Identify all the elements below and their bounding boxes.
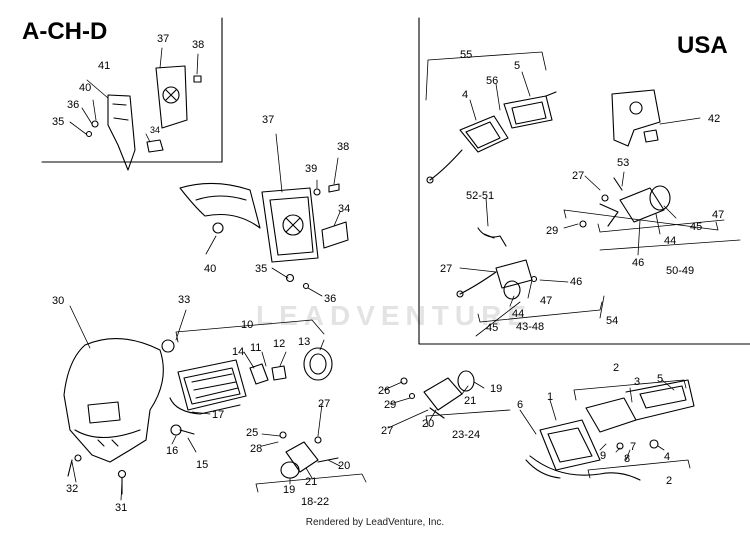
callout-33: 33 [178, 294, 190, 306]
callout-47: 47 [712, 209, 724, 221]
callout-39: 39 [305, 163, 317, 175]
callout-5: 5 [657, 373, 663, 385]
callout-27: 27 [572, 170, 584, 182]
callout-18-22: 18-22 [301, 496, 329, 508]
callout-3: 3 [634, 376, 640, 388]
callout-55: 55 [460, 49, 472, 61]
callout-47: 47 [540, 295, 552, 307]
callout-30: 30 [52, 295, 64, 307]
callout-9: 9 [600, 450, 606, 462]
callout-36: 36 [67, 99, 79, 111]
callout-23-24: 23-24 [452, 429, 480, 441]
turn-signal-small-drawing [279, 431, 339, 479]
headlight-cowl-drawing [63, 338, 175, 495]
callout-2: 2 [666, 475, 672, 487]
callout-1: 1 [547, 391, 553, 403]
callout-21: 21 [464, 395, 476, 407]
callout-45: 45 [690, 221, 702, 233]
callout-27: 27 [318, 398, 330, 410]
callout-5: 5 [514, 60, 520, 72]
callout-4: 4 [664, 451, 670, 463]
callout-44: 44 [512, 308, 524, 320]
callout-37: 37 [262, 114, 274, 126]
callout-42: 42 [708, 113, 720, 125]
usa-wire-harness-drawing [477, 227, 507, 247]
callout-28: 28 [250, 443, 262, 455]
callout-50-49: 50-49 [666, 265, 694, 277]
callout-21: 21 [305, 476, 317, 488]
callout-25: 25 [246, 427, 258, 439]
callout-2: 2 [613, 362, 619, 374]
callout-11: 11 [250, 342, 261, 354]
callout-46: 46 [570, 276, 582, 288]
callout-8: 8 [624, 453, 630, 465]
callout-35: 35 [255, 263, 267, 275]
callout-29: 29 [384, 399, 396, 411]
fender-bracket-drawing [179, 182, 349, 290]
callout-38: 38 [192, 39, 204, 51]
usa-turn-signal-front-drawing [579, 177, 671, 228]
callout-19: 19 [283, 484, 295, 496]
callout-13: 13 [298, 336, 310, 348]
callout-34: 34 [150, 125, 160, 135]
region-label-usa: USA [677, 32, 728, 59]
callout-14: 14 [232, 346, 244, 358]
callout-4: 4 [462, 89, 468, 101]
callout-41: 41 [98, 60, 110, 72]
callout-26: 26 [378, 385, 390, 397]
callout-12: 12 [273, 338, 285, 350]
callout-17: 17 [212, 409, 224, 421]
callout-29: 29 [546, 225, 558, 237]
callout-32: 32 [66, 483, 78, 495]
callout-20: 20 [422, 418, 434, 430]
region-label-a-ch-d: A-CH-D [22, 18, 108, 45]
callout-labels: 41 40 36 35 37 38 34 37 39 38 34 40 35 3… [52, 33, 724, 514]
callout-43-48: 43-48 [516, 321, 544, 333]
callout-44: 44 [664, 235, 676, 247]
callout-37: 37 [157, 33, 169, 45]
callout-35: 35 [52, 116, 64, 128]
callout-36: 36 [324, 293, 336, 305]
usa-turn-signal-rear-drawing [456, 259, 538, 300]
callout-31: 31 [115, 502, 127, 514]
region-dividers [41, 17, 750, 345]
callout-38: 38 [337, 141, 349, 153]
callout-27: 27 [440, 263, 452, 275]
callout-6: 6 [517, 399, 523, 411]
callout-53: 53 [617, 157, 629, 169]
callout-20: 20 [338, 460, 350, 472]
leader-lines [69, 47, 741, 501]
callout-19: 19 [490, 383, 502, 395]
callout-46: 46 [632, 257, 644, 269]
callout-27: 27 [381, 425, 393, 437]
usa-license-bracket-drawing [611, 89, 661, 147]
watermark-text: LEADVENTURE [255, 300, 532, 331]
footer-credit: Rendered by LeadVenture, Inc. [305, 517, 445, 528]
inset-license-bracket-drawing [85, 65, 202, 171]
callout-34: 34 [338, 203, 350, 215]
callout-10: 10 [241, 319, 253, 331]
callout-56: 56 [486, 75, 498, 87]
callout-40: 40 [79, 82, 91, 94]
callout-45: 45 [486, 322, 498, 334]
callout-40: 40 [204, 263, 216, 275]
callout-52-51: 52-51 [466, 190, 494, 202]
headlight-lamp-drawing [169, 347, 333, 436]
callout-7: 7 [630, 441, 636, 453]
callout-54: 54 [606, 315, 618, 327]
callout-16: 16 [166, 445, 178, 457]
tail-light-drawing [525, 379, 695, 481]
callout-15: 15 [196, 459, 208, 471]
usa-tail-light-drawing [426, 91, 557, 184]
